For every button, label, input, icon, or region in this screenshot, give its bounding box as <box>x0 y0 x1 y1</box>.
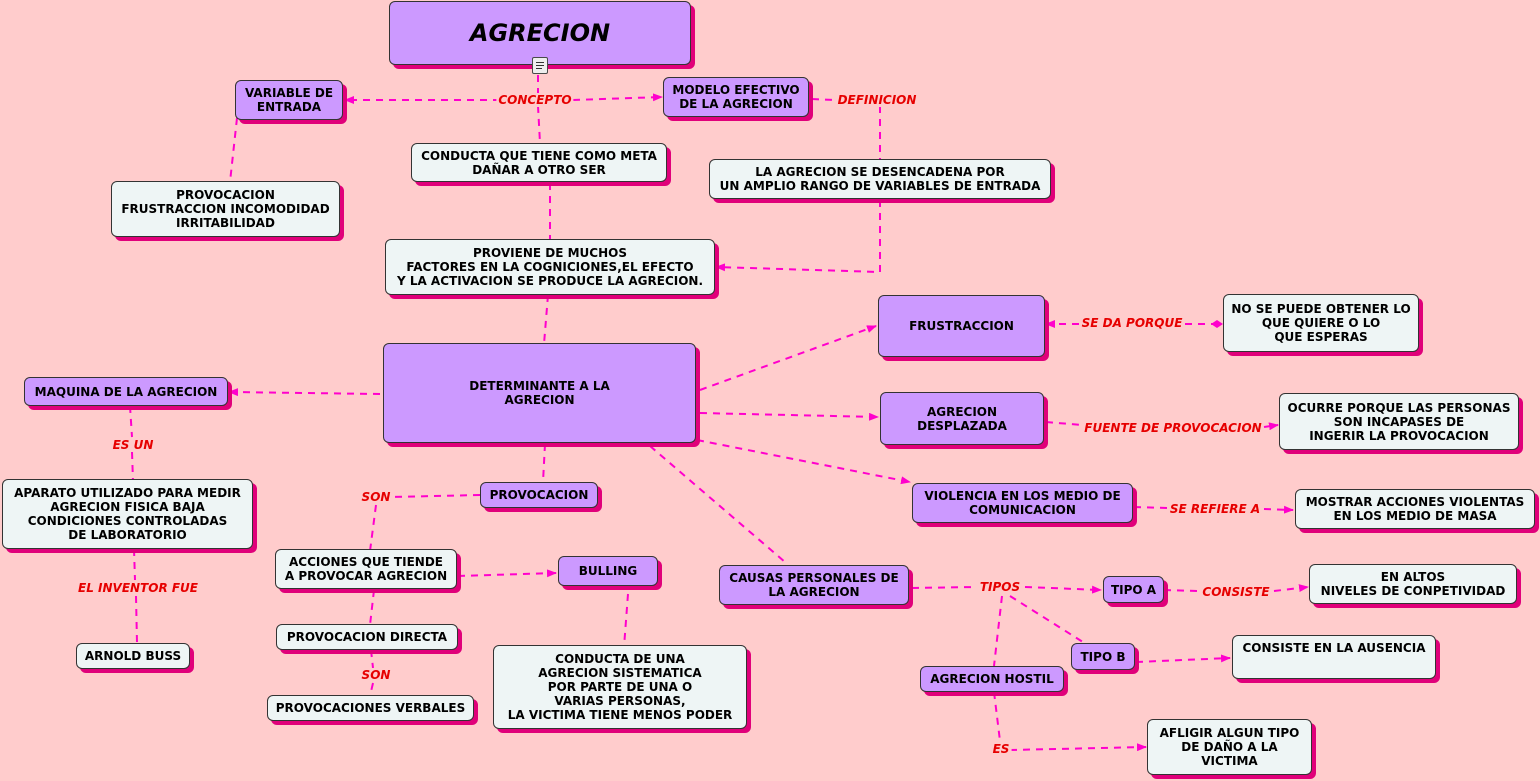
node-bulling[interactable]: BULLING <box>558 556 658 586</box>
edge-determinante-provocacion <box>542 443 546 483</box>
edge-violencia-refiere <box>1133 506 1169 509</box>
node-conducta-sistematica[interactable]: CONDUCTA DE UNA AGRECION SISTEMATICA POR… <box>493 645 747 729</box>
edge-determinante-frustraccion <box>699 325 877 391</box>
edge-provocacion-son <box>391 494 481 498</box>
node-mostrar-acciones[interactable]: MOSTRAR ACCIONES VIOLENTAS EN LOS MEDIO … <box>1295 489 1535 529</box>
node-acciones-tiende[interactable]: ACCIONES QUE TIENDE A PROVOCAR AGRECION <box>275 549 457 589</box>
edge-variable-provocacion <box>229 117 238 183</box>
link-label-son-1: SON <box>359 490 393 504</box>
link-label-se-da-porque: SE DA PORQUE <box>1079 316 1185 330</box>
node-no-se-puede[interactable]: NO SE PUEDE OBTENER LO QUE QUIERE O LO Q… <box>1223 294 1419 352</box>
edge-tipos-hostil <box>993 595 1003 667</box>
edge-tipos-tipoa <box>1024 585 1102 594</box>
node-altos-niveles[interactable]: EN ALTOS NIVELES DE CONPETIVIDAD <box>1309 564 1517 604</box>
node-agrecion[interactable]: AGRECION <box>389 1 691 65</box>
node-consiste-ausencia[interactable]: CONSISTE EN LA AUSENCIA <box>1232 635 1436 679</box>
link-label-es-un: ES UN <box>110 438 156 452</box>
edge-desplazada-fuente <box>1045 421 1083 426</box>
edge-acciones-bulling <box>457 569 557 578</box>
edge-concepto-modelo <box>572 93 663 102</box>
edge-tipoa-consiste <box>1163 589 1199 592</box>
node-agrecion-hostil[interactable]: AGRECION HOSTIL <box>920 666 1064 692</box>
edge-aparato-inventor <box>133 548 136 581</box>
edge-consiste-altos <box>1273 584 1309 593</box>
node-proviene[interactable]: PROVIENE DE MUCHOS FACTORES EN LA COGNIC… <box>385 239 715 295</box>
edge-tipob-ausencia <box>1135 654 1231 663</box>
edge-hostil-es <box>993 691 1001 742</box>
edge-acciones-directa <box>369 589 375 626</box>
node-agrecion-desplazada[interactable]: AGRECION DESPLAZADA <box>880 392 1044 445</box>
node-provocacion[interactable]: PROVOCACION <box>480 482 598 508</box>
edge-directa-son <box>370 649 374 669</box>
node-causas-personales[interactable]: CAUSAS PERSONALES DE LA AGRECION <box>719 565 909 605</box>
edge-refiere-mostrar <box>1263 505 1294 514</box>
link-label-el-inventor-fue: EL INVENTOR FUE <box>76 581 200 595</box>
link-label-definicion: DEFINICION <box>835 93 919 107</box>
edge-determinante-violencia <box>696 439 911 485</box>
node-determinante[interactable]: DETERMINANTE A LA AGRECION <box>383 343 696 443</box>
node-tipo-a[interactable]: TIPO A <box>1103 576 1164 603</box>
edge-esun-aparato <box>131 451 134 482</box>
link-label-tipos: TIPOS <box>977 580 1023 594</box>
link-label-concepto: CONCEPTO <box>496 93 574 107</box>
edge-fuente-ocurre <box>1263 422 1279 431</box>
edge-son-acciones <box>369 504 377 552</box>
node-tipo-b[interactable]: TIPO B <box>1071 643 1135 670</box>
node-agrecion-desencadena[interactable]: LA AGRECION SE DESENCADENA POR UN AMPLIO… <box>709 159 1051 199</box>
node-conducta-meta[interactable]: CONDUCTA QUE TIENE COMO META DAÑAR A OTR… <box>411 143 667 182</box>
document-icon[interactable] <box>532 57 548 74</box>
edge-son-verbales <box>369 682 374 697</box>
node-violencia-medios[interactable]: VIOLENCIA EN LOS MEDIO DE COMUNICACION <box>912 483 1133 523</box>
edge-causas-tipos <box>911 586 976 589</box>
edge-bulling-conducta <box>623 593 629 648</box>
node-arnold-buss[interactable]: ARNOLD BUSS <box>76 643 190 669</box>
node-provocaciones-verbales[interactable]: PROVOCACIONES VERBALES <box>267 695 474 721</box>
edge-concepto-conducta <box>537 105 541 144</box>
edge-modelo-definicion <box>811 98 835 101</box>
edge-determinante-causas <box>649 445 786 563</box>
node-ocurre-porque[interactable]: OCURRE PORQUE LAS PERSONAS SON INCAPASES… <box>1279 393 1519 450</box>
edge-determinante-desplazada <box>699 412 879 421</box>
node-afligir[interactable]: AFLIGIR ALGUN TIPO DE DAÑO A LA VICTIMA <box>1147 719 1312 775</box>
link-label-son-2: SON <box>359 668 393 682</box>
edge-inventor-arnold <box>135 595 138 644</box>
edge-desencadena-proviene <box>715 200 881 274</box>
node-aparato[interactable]: APARATO UTILIZADO PARA MEDIR AGRECION FI… <box>2 479 253 549</box>
edge-determinante-maquina <box>228 388 381 397</box>
link-label-se-refiere-a: SE REFIERE A <box>1167 502 1263 516</box>
link-label-es: ES <box>990 742 1012 756</box>
edge-tipos-tipob <box>1009 595 1087 645</box>
node-maquina[interactable]: MAQUINA DE LA AGRECION <box>24 377 228 406</box>
node-provocacion-directa[interactable]: PROVOCACION DIRECTA <box>276 624 458 650</box>
node-provocacion-list[interactable]: PROVOCACION FRUSTRACCION INCOMODIDAD IRR… <box>111 181 340 237</box>
link-label-consiste: CONSISTE <box>1200 585 1272 599</box>
link-label-fuente-provocacion: FUENTE DE PROVOCACION <box>1082 421 1264 435</box>
node-variable-entrada[interactable]: VARIABLE DE ENTRADA <box>235 80 343 120</box>
edge-es-afligir <box>1009 743 1147 752</box>
node-modelo-efectivo[interactable]: MODELO EFECTIVO DE LA AGRECION <box>663 77 809 117</box>
edge-maquina-esun <box>129 405 133 438</box>
edge-proviene-determinante <box>543 294 549 345</box>
node-frustraccion[interactable]: FRUSTRACCION <box>878 295 1045 357</box>
